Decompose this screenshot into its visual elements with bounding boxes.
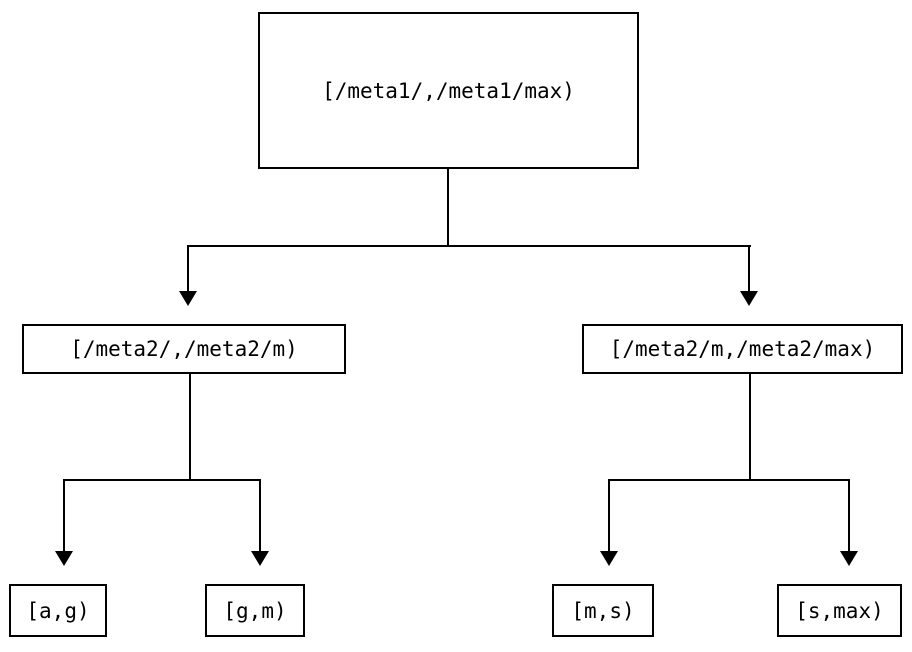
edge-meta2-upper-to-ms-drop (608, 479, 610, 552)
arrowhead-meta2-upper-to-ms (600, 551, 618, 566)
edge-meta2-lower-to-ag-drop (63, 479, 65, 552)
edge-meta2-upper-to-smax-drop (848, 479, 850, 552)
arrowhead-meta2-lower-to-ag (55, 551, 73, 566)
arrowhead-root-to-left (179, 291, 197, 306)
edge-meta2-lower-crossbar (64, 479, 261, 481)
edge-root-to-right-drop (748, 245, 750, 292)
edge-root-stem (447, 169, 449, 247)
node-meta2-upper: [/meta2/m,/meta2/max) (582, 324, 903, 374)
node-leaf-m-s: [m,s) (552, 584, 654, 637)
node-meta2-lower: [/meta2/,/meta2/m) (22, 324, 346, 374)
arrowhead-root-to-right (740, 291, 758, 306)
edge-meta2-lower-stem (189, 374, 191, 481)
edge-meta2-upper-stem (749, 374, 751, 481)
node-root: [/meta1/,/meta1/max) (258, 12, 639, 169)
arrowhead-meta2-lower-to-gm (251, 551, 269, 566)
node-leaf-a-g: [a,g) (9, 584, 107, 637)
edge-meta2-lower-to-gm-drop (259, 479, 261, 552)
edge-root-crossbar (188, 245, 751, 247)
node-leaf-g-m: [g,m) (205, 584, 305, 637)
node-leaf-s-max: [s,max) (777, 584, 902, 637)
arrowhead-meta2-upper-to-smax (840, 551, 858, 566)
edge-root-to-left-drop (187, 245, 189, 292)
edge-meta2-upper-crossbar (609, 479, 850, 481)
